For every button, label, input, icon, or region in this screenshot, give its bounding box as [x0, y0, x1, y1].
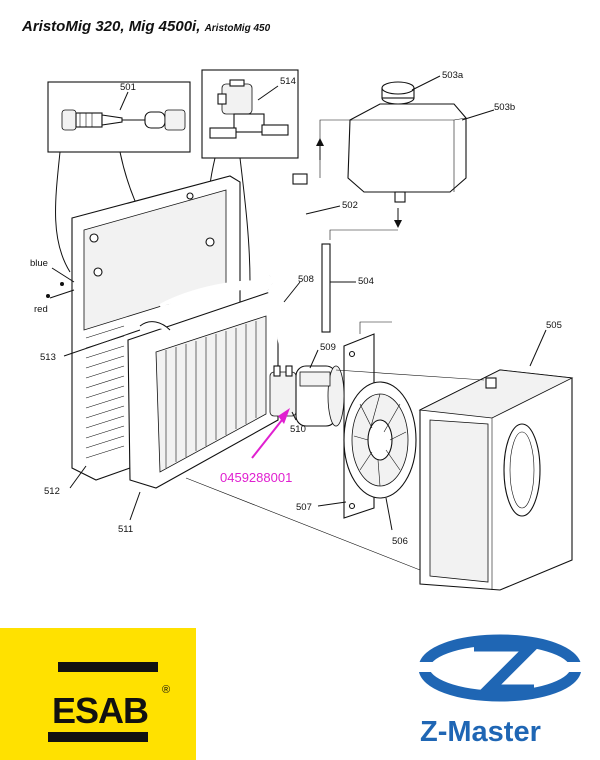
connector-501	[61, 109, 186, 131]
hose-504	[321, 243, 331, 333]
pump-510	[269, 365, 297, 417]
label-513: 513	[40, 352, 56, 363]
title-small: AristoMig 450	[204, 23, 271, 34]
radiator-511	[127, 280, 279, 489]
esab-logo: ESAB ®	[0, 628, 196, 760]
diagram-title: AristoMig 320, Mig 4500i, AristoMig 450	[22, 18, 270, 35]
label-508: 508	[298, 274, 314, 285]
label-514: 514	[280, 76, 296, 87]
zmaster-logo-icon	[412, 634, 592, 702]
label-501: 501	[120, 82, 136, 93]
label-504: 504	[358, 276, 374, 287]
esab-registered-mark: ®	[162, 684, 171, 696]
label-511: 511	[118, 524, 133, 535]
detail-box-501	[47, 81, 191, 153]
detail-box-514	[201, 69, 299, 159]
label-503b: 503b	[494, 102, 515, 113]
label-507: 507	[296, 502, 312, 513]
esab-wordmark: ESAB	[52, 690, 149, 731]
label-502: 502	[342, 200, 358, 211]
label-510: 510	[290, 424, 306, 435]
coolant-tank-503b	[347, 103, 467, 203]
label-503a: 503a	[442, 70, 464, 81]
fan-housing-505	[418, 369, 574, 591]
tank-cap-503a	[381, 81, 415, 105]
label-blue-wire: blue	[30, 258, 48, 269]
label-red-wire: red	[34, 304, 48, 315]
solenoid-valve-514	[209, 79, 289, 139]
hose-513	[139, 321, 171, 331]
exploded-diagram: 501 514 503a 503b 502 504 505 508 509 51…	[30, 69, 574, 591]
flow-arrow-down	[394, 208, 402, 228]
part-number-arrow	[251, 408, 290, 459]
label-506: 506	[392, 536, 408, 547]
label-512: 512	[44, 486, 60, 497]
title-main: AristoMig 320, Mig 4500i,	[22, 18, 201, 35]
zmaster-wordmark: Z-Master	[420, 716, 541, 748]
motor-509	[295, 365, 345, 427]
part-number-label: 0459288001	[220, 470, 292, 485]
label-505: 505	[546, 320, 562, 331]
fan-506	[343, 381, 417, 499]
esab-stripes-icon	[48, 662, 158, 742]
label-509: 509	[320, 342, 336, 353]
